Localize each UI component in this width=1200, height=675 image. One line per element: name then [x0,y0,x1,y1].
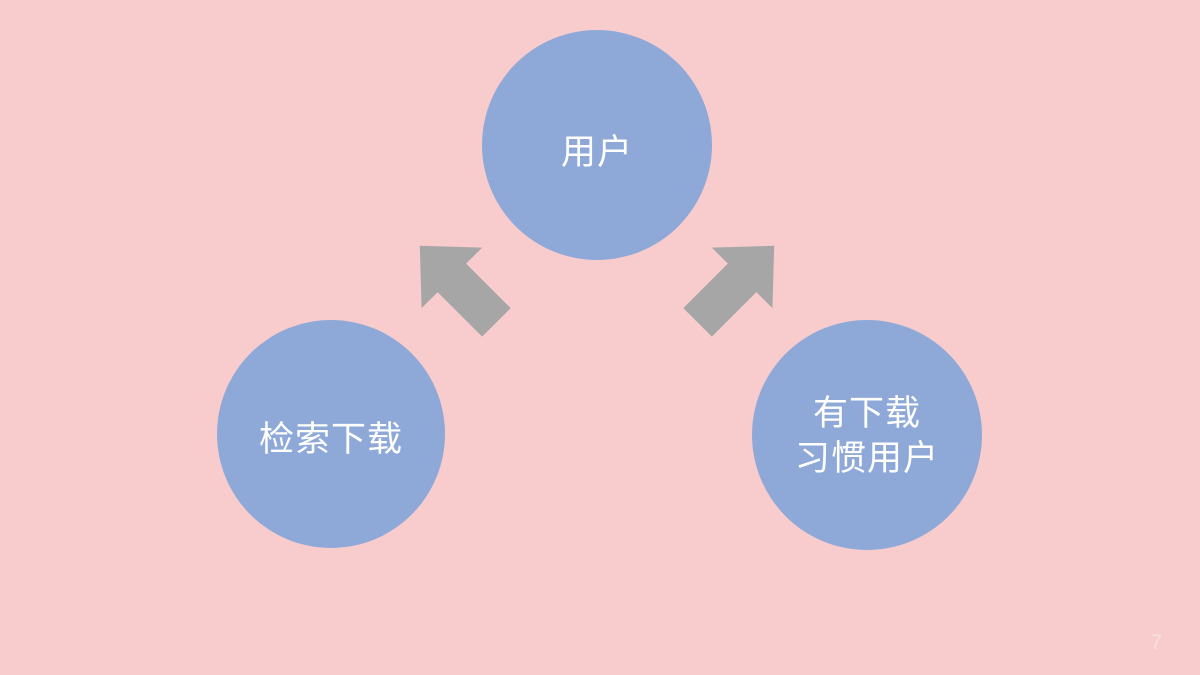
page-number: 7 [1150,631,1162,654]
block-arrow-down-right-icon [683,245,775,337]
node-user[interactable]: 用户 [482,30,712,260]
node-user-label: 用户 [560,132,633,172]
node-habit-user-label: 有下载 习惯用户 [794,394,939,478]
node-search-download[interactable]: 检索下载 [217,320,445,548]
node-habit-user[interactable]: 有下载 习惯用户 [752,320,982,550]
block-arrow-down-left-icon [419,245,511,337]
node-search-download-label: 检索下载 [258,419,403,459]
